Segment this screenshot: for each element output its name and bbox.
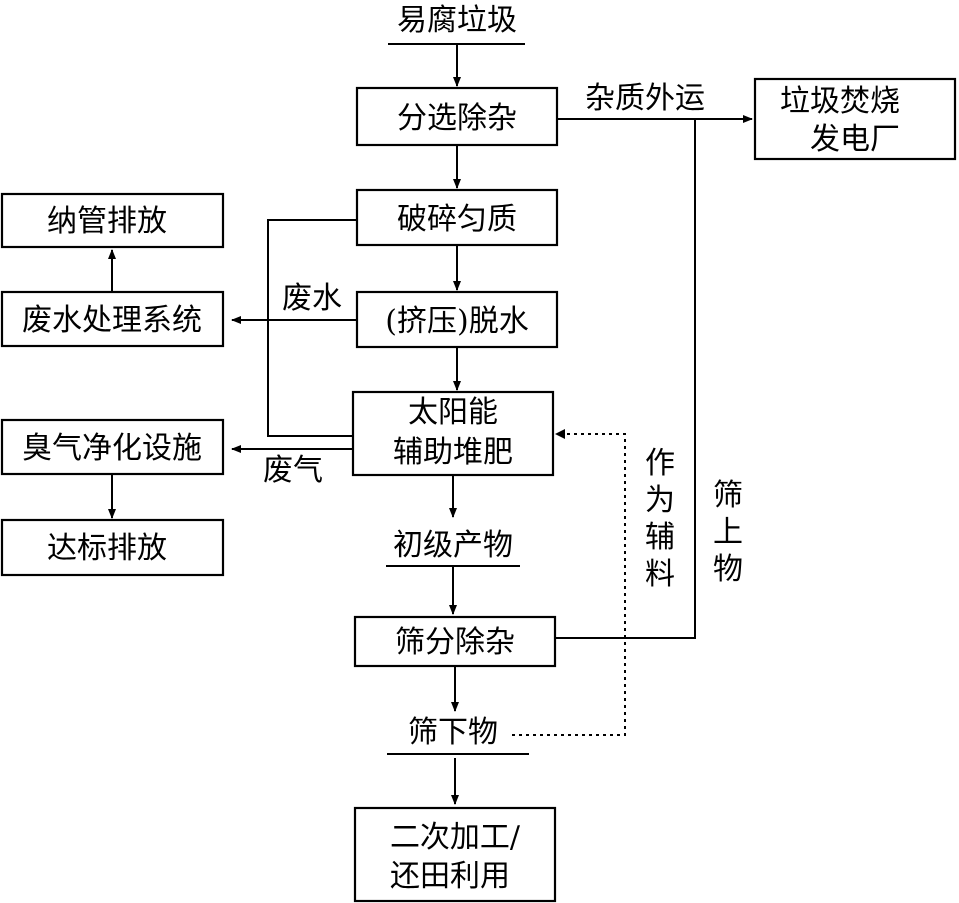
undersize-label: 筛下物 [408, 715, 498, 750]
edge-label-aux-3: 辅 [645, 520, 675, 555]
node-odor-system-label: 臭气净化设施 [22, 431, 202, 466]
node-crushing [355, 188, 559, 247]
edge-label-wastewater: 废水 [282, 281, 342, 316]
line-undersize-auxiliary [512, 433, 626, 736]
arrow-auxiliary-head [555, 429, 565, 439]
node-composting [351, 390, 555, 477]
node-composting-line2: 辅助堆肥 [393, 435, 513, 470]
node-wastewater-system-label: 废水处理系统 [22, 303, 202, 338]
edge-label-oversize-1: 筛 [713, 478, 743, 513]
node-sorting [355, 86, 559, 147]
line-oversize-return [555, 119, 696, 639]
node-dewatering-label: (挤压)脱水 [385, 304, 528, 339]
edge-label-waste-gas: 废气 [263, 453, 323, 488]
node-crushing-label: 破碎匀质 [397, 202, 517, 237]
edge-label-aux-4: 料 [645, 557, 675, 592]
node-final-use [353, 806, 557, 903]
node-composting-line1: 太阳能 [408, 395, 498, 430]
node-screening-label: 筛分除杂 [395, 625, 515, 660]
node-pipe-discharge [0, 192, 225, 249]
node-incineration-line1: 垃圾焚烧 [780, 84, 900, 119]
edge-label-aux-1: 作 [645, 446, 675, 481]
node-incineration [753, 77, 957, 161]
node-wastewater-system [0, 290, 225, 348]
node-final-line2: 还田利用 [390, 859, 510, 894]
edge-label-oversize-2: 上 [713, 515, 743, 550]
line-crushing-to-composting [267, 219, 357, 437]
input-label: 易腐垃圾 [397, 3, 517, 38]
primary-product-label: 初级产物 [393, 528, 513, 563]
node-compliant-discharge-label: 达标排放 [47, 531, 167, 566]
edge-label-impurities-out: 杂质外运 [585, 81, 705, 116]
edge-label-aux-2: 为 [645, 483, 675, 518]
node-incineration-line2: 发电厂 [810, 122, 900, 157]
edge-label-oversize-3: 物 [713, 552, 743, 587]
node-sorting-label: 分选除杂 [397, 101, 517, 136]
node-compliant-discharge [0, 518, 225, 577]
node-screening [353, 615, 557, 668]
node-final-line1: 二次加工/ [390, 820, 521, 855]
node-pipe-discharge-label: 纳管排放 [47, 204, 167, 239]
